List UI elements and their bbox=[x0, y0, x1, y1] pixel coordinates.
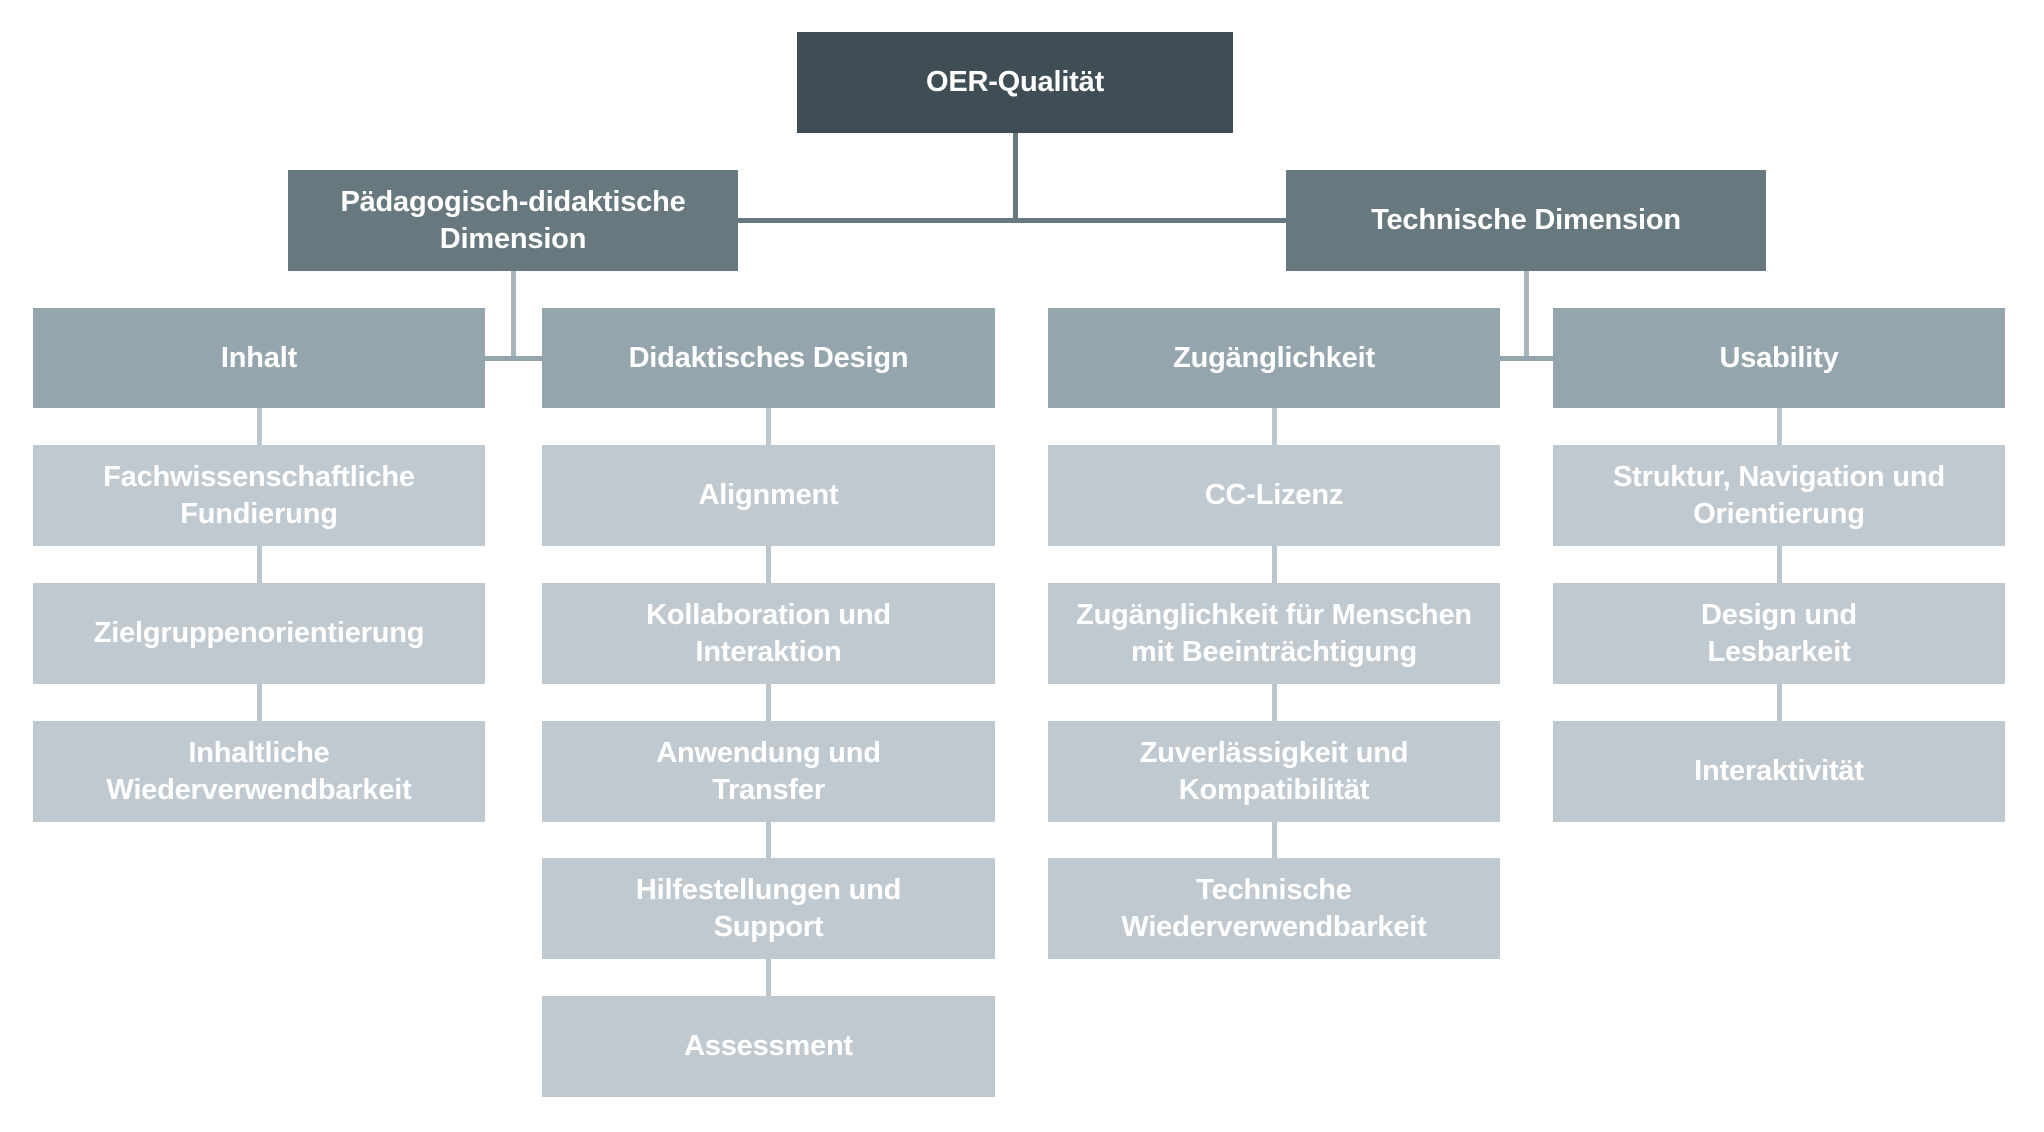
node-label: Fachwissenschaftliche Fundierung bbox=[103, 460, 415, 530]
node-design-und-lesbarkeit: Design und Lesbarkeit bbox=[1553, 583, 2005, 684]
node-alignment: Alignment bbox=[542, 445, 995, 546]
node-label: Hilfestellungen und Support bbox=[635, 873, 902, 943]
connector-zugaenglichkeit-child-4 bbox=[1272, 822, 1277, 858]
node-label: Technische Wiederverwendbarkeit bbox=[1121, 873, 1427, 943]
node-inhaltliche-wiederverwendbarkeit: Inhaltliche Wiederverwendbarkeit bbox=[33, 721, 485, 822]
node-hilfestellungen-und-support: Hilfestellungen und Support bbox=[542, 858, 995, 959]
node-label: Usability bbox=[1719, 341, 1839, 374]
node-label: OER-Qualität bbox=[925, 66, 1105, 98]
connector-technisch-vertical bbox=[1524, 271, 1529, 361]
connector-technisch-stub bbox=[1500, 356, 1553, 361]
node-label: Zugänglichkeit bbox=[1173, 341, 1375, 374]
connector-didaktik-child-3 bbox=[766, 684, 771, 721]
node-label: Anwendung und Transfer bbox=[656, 736, 881, 806]
connector-inhalt-child-2 bbox=[257, 546, 262, 583]
node-paedagogisch-didaktische-dimension: Pädagogisch-didaktische Dimension bbox=[288, 170, 738, 271]
connector-root-vertical bbox=[1013, 133, 1018, 223]
node-fachwissenschaftliche-fundierung: Fachwissenschaftliche Fundierung bbox=[33, 445, 485, 546]
node-label: Zugänglichkeit für Menschen mit Beeinträ… bbox=[1076, 598, 1472, 668]
node-label: CC-Lizenz bbox=[1204, 479, 1344, 511]
node-cc-lizenz: CC-Lizenz bbox=[1048, 445, 1500, 546]
connector-inhalt-child-3 bbox=[257, 684, 262, 721]
connector-paedagogisch-vertical bbox=[511, 271, 516, 361]
node-usability: Usability bbox=[1553, 308, 2005, 408]
connector-didaktik-child-5 bbox=[766, 959, 771, 996]
node-zielgruppenorientierung: Zielgruppenorientierung bbox=[33, 583, 485, 684]
connector-usability-child-1 bbox=[1777, 408, 1782, 445]
connector-paedagogisch-stub bbox=[485, 356, 542, 361]
connector-didaktik-child-1 bbox=[766, 408, 771, 445]
node-zugaenglichkeit-fuer-menschen: Zugänglichkeit für Menschen mit Beeinträ… bbox=[1048, 583, 1500, 684]
node-didaktisches-design: Didaktisches Design bbox=[542, 308, 995, 408]
node-label: Inhalt bbox=[220, 341, 298, 374]
node-inhalt: Inhalt bbox=[33, 308, 485, 408]
node-oer-qualitaet: OER-Qualität bbox=[797, 32, 1233, 133]
connector-zugaenglichkeit-child-3 bbox=[1272, 684, 1277, 721]
connector-zugaenglichkeit-child-1 bbox=[1272, 408, 1277, 445]
connector-usability-child-2 bbox=[1777, 546, 1782, 583]
node-technische-wiederverwendbarkeit: Technische Wiederverwendbarkeit bbox=[1048, 858, 1500, 959]
connector-didaktik-child-4 bbox=[766, 822, 771, 858]
node-label: Kollaboration und Interaktion bbox=[646, 598, 891, 668]
node-label: Design und Lesbarkeit bbox=[1701, 598, 1857, 668]
node-assessment: Assessment bbox=[542, 996, 995, 1097]
node-label: Zielgruppenorientierung bbox=[93, 617, 425, 649]
node-label: Inhaltliche Wiederverwendbarkeit bbox=[106, 736, 412, 806]
connector-didaktik-child-2 bbox=[766, 546, 771, 583]
node-label: Assessment bbox=[684, 1030, 853, 1062]
connector-root-horizontal bbox=[738, 218, 1286, 223]
node-kollaboration-und-interaktion: Kollaboration und Interaktion bbox=[542, 583, 995, 684]
node-zugaenglichkeit: Zugänglichkeit bbox=[1048, 308, 1500, 408]
node-label: Didaktisches Design bbox=[628, 341, 909, 374]
connector-inhalt-child-1 bbox=[257, 408, 262, 445]
node-struktur-navigation-orientierung: Struktur, Navigation und Orientierung bbox=[1553, 445, 2005, 546]
node-label: Struktur, Navigation und Orientierung bbox=[1613, 460, 1945, 530]
node-label: Zuverlässigkeit und Kompatibilität bbox=[1139, 736, 1409, 806]
connector-zugaenglichkeit-child-2 bbox=[1272, 546, 1277, 583]
node-label: Interaktivität bbox=[1694, 755, 1864, 787]
node-label: Alignment bbox=[698, 479, 839, 511]
connector-usability-child-3 bbox=[1777, 684, 1782, 721]
node-anwendung-und-transfer: Anwendung und Transfer bbox=[542, 721, 995, 822]
node-interaktivitaet: Interaktivität bbox=[1553, 721, 2005, 822]
node-zuverlaessigkeit-und-kompatibilitaet: Zuverlässigkeit und Kompatibilität bbox=[1048, 721, 1500, 822]
node-label: Technische Dimension bbox=[1371, 204, 1681, 236]
node-label: Pädagogisch-didaktische Dimension bbox=[340, 185, 686, 255]
node-technische-dimension: Technische Dimension bbox=[1286, 170, 1766, 271]
